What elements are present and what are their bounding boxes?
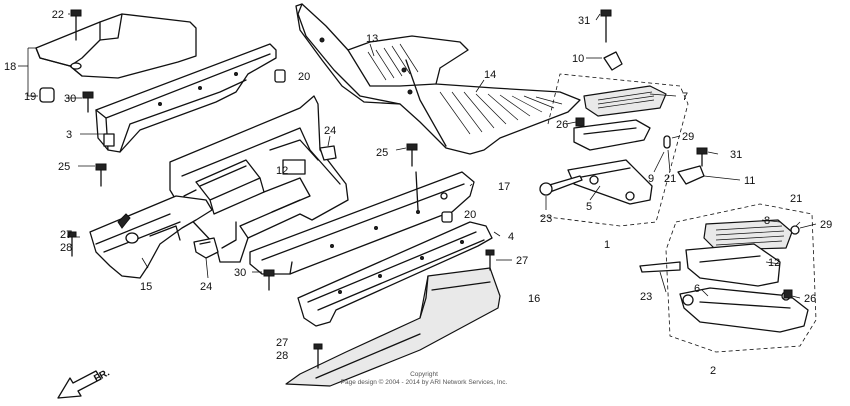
callout-16: 16 — [528, 293, 540, 305]
callout-18: 18 — [4, 61, 16, 73]
footrest-assembly-2 — [639, 219, 809, 333]
callout-30-top: 30 — [64, 93, 76, 105]
callout-31-top: 31 — [578, 15, 590, 27]
callout-4: 4 — [508, 231, 514, 243]
callout-numbers: 22 18 19 30 3 25 27 28 15 24 30 12 20 24… — [4, 9, 832, 385]
callout-6: 6 — [694, 283, 700, 295]
callout-14: 14 — [484, 69, 496, 81]
front-direction-label: FR. — [92, 367, 112, 384]
callout-13: 13 — [366, 33, 378, 45]
callout-10: 10 — [572, 53, 584, 65]
callout-25-mid: 25 — [376, 147, 388, 159]
screw-27-bottom — [313, 343, 323, 369]
clip-part-top — [319, 145, 337, 161]
callout-9: 9 — [648, 173, 654, 185]
bolt-30-bottom — [263, 269, 275, 291]
callout-21-right: 21 — [790, 193, 802, 205]
callout-20-top: 20 — [298, 71, 310, 83]
group-outline-1 — [539, 73, 689, 227]
side-rail-part — [95, 43, 277, 153]
bolt-25-left — [95, 163, 107, 187]
nut-19 — [39, 87, 55, 103]
screw-26-top — [575, 117, 585, 127]
callout-8: 8 — [764, 215, 770, 227]
callout-28-bottom: 28 — [276, 350, 288, 362]
callout-25-left: 25 — [58, 161, 70, 173]
front-direction-arrow — [57, 370, 102, 399]
copyright-watermark: Copyright Page design © 2004 - 2014 by A… — [341, 371, 508, 386]
screw-26-right — [783, 289, 793, 299]
callout-12-right: 12 — [768, 257, 780, 269]
bolt-30-top — [82, 91, 94, 113]
callout-17: 17 — [498, 181, 510, 193]
bolt-31-top — [600, 9, 612, 43]
bolt-31-mid — [696, 147, 708, 167]
callout-27-left: 27 — [60, 229, 72, 241]
bolt-25-mid — [406, 143, 418, 167]
callout-26-top: 26 — [556, 119, 568, 131]
upper-cover-part — [35, 13, 197, 79]
callout-11: 11 — [744, 175, 755, 187]
callout-1: 1 — [604, 239, 610, 251]
callout-23-right: 23 — [640, 291, 652, 303]
callout-21-top: 21 — [664, 173, 676, 185]
bolt-22 — [70, 9, 82, 41]
grommet-part-top — [274, 69, 286, 83]
callout-20-mid: 20 — [464, 209, 476, 221]
callout-31-mid: 31 — [730, 149, 742, 161]
callout-27-mid: 27 — [516, 255, 528, 267]
left-lower-panel-part — [89, 195, 213, 279]
copyright-line-1: Copyright — [410, 371, 438, 378]
callout-15: 15 — [140, 281, 152, 293]
footrest-assembly-1 — [539, 51, 705, 205]
callout-26-right: 26 — [804, 293, 816, 305]
callout-28-left: 28 — [60, 242, 72, 254]
center-trim-part — [249, 171, 475, 275]
callout-30-bottom: 30 — [234, 267, 246, 279]
callout-24-top: 24 — [324, 125, 336, 137]
callout-12-left: 12 — [276, 165, 288, 177]
callout-27-bottom: 27 — [276, 337, 288, 349]
bottom-panel-part — [285, 267, 501, 387]
callout-24-bottom: 24 — [200, 281, 212, 293]
grommet-part-mid — [441, 211, 453, 223]
callout-3: 3 — [66, 129, 72, 141]
callout-22: 22 — [52, 9, 64, 21]
callout-19: 19 — [24, 91, 36, 103]
screw-27-mid — [485, 249, 495, 271]
callout-2: 2 — [710, 365, 716, 377]
group-outline-2 — [665, 203, 817, 353]
callout-29-top: 29 — [682, 131, 694, 143]
clip-part-bottom — [193, 237, 219, 259]
lower-trim-part — [297, 221, 493, 327]
callout-5: 5 — [586, 201, 592, 213]
callout-23-left: 23 — [540, 213, 552, 225]
callout-7: 7 — [682, 91, 688, 103]
copyright-line-2: Page design © 2004 - 2014 by ARI Network… — [341, 378, 508, 386]
floor-mat-part — [295, 3, 581, 155]
floor-console-part — [169, 95, 349, 263]
leader-lines — [18, 13, 817, 299]
callout-29-right: 29 — [820, 219, 832, 231]
